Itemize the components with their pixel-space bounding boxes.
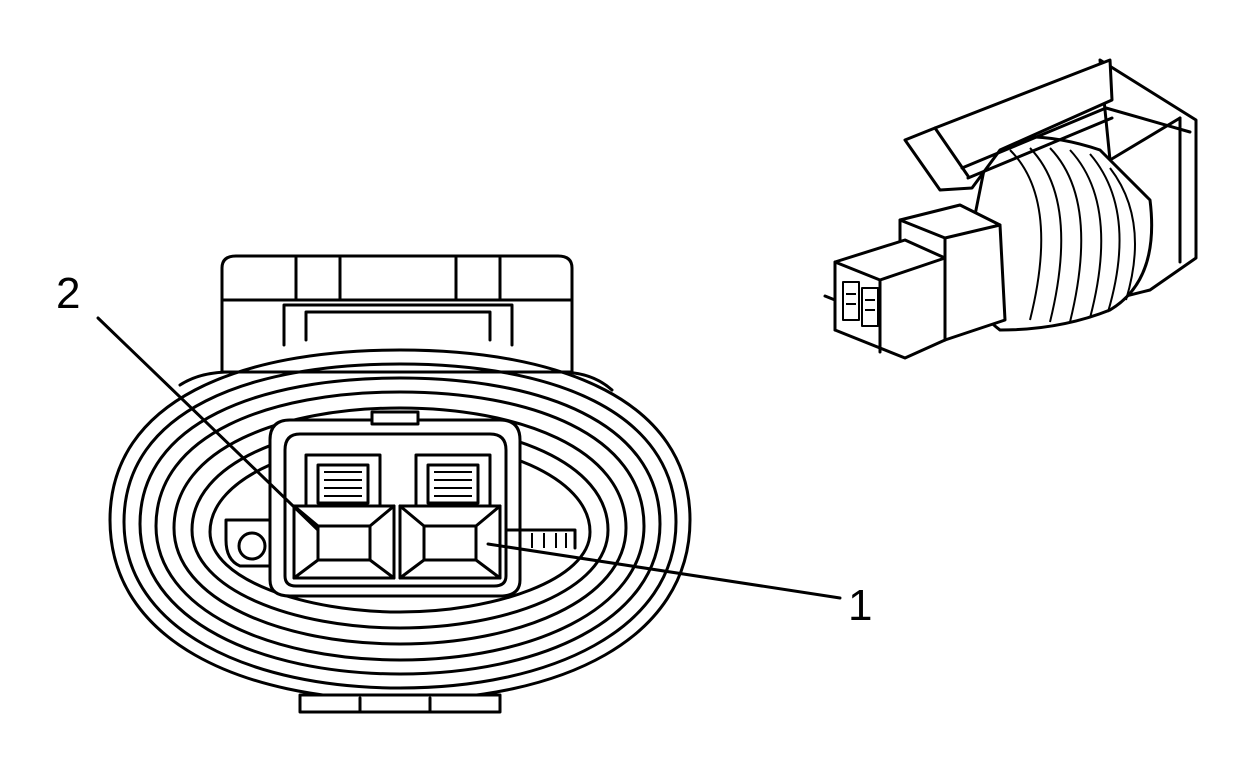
top-latch	[220, 254, 574, 374]
connector-iso-view	[823, 58, 1198, 360]
connector-face-view	[108, 254, 692, 714]
callout-2: 2	[56, 269, 320, 532]
terminal-cavity-2	[292, 504, 396, 580]
callout-1: 1	[486, 542, 872, 630]
callout-label-1: 1	[848, 581, 872, 630]
callout-label-2: 2	[56, 269, 80, 318]
terminal-cavity-1	[398, 504, 502, 580]
lock-windows	[304, 453, 492, 511]
